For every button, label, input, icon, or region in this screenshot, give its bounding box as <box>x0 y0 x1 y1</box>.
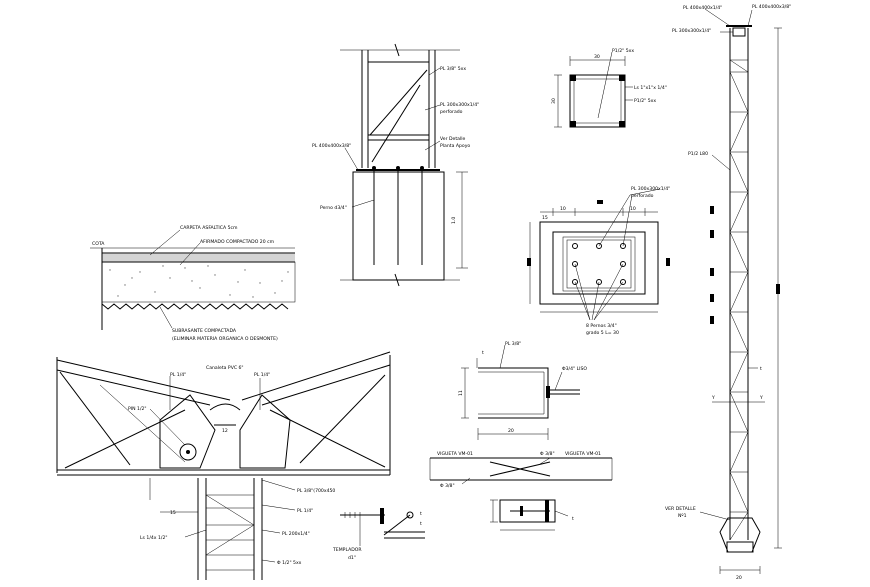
dim-base-right: 10 <box>630 206 636 212</box>
label-column-top2: PL 400x400x3/8" <box>752 4 791 10</box>
label-base-pl: PL 300x300x1/4" <box>631 186 670 192</box>
label-base-grado: grado 5 L= 30 <box>586 330 619 336</box>
label-joint-pl200: PL 200x1/4" <box>282 531 310 537</box>
dim-small-top: 30 <box>594 54 600 60</box>
label-perno: Perno d3/4" <box>320 205 347 211</box>
label-joint-canaleta: Canaleta PVC 6" <box>206 365 244 371</box>
label-joint-pl14: PL 1/4" <box>297 508 313 514</box>
column-base-detail: 1.0 PL 3/8" 5xx PL 300x300x1/4" perforad… <box>312 43 479 287</box>
label-joint-pl38: PL 3/8"(700x450 <box>297 488 335 494</box>
label-small-right1: Ls 1"x1"x 1/4" <box>634 85 667 91</box>
anchor-detail: t t TEMPLADOR d1" t <box>332 499 574 561</box>
truss-joint-detail: 12 PL 1/4" Canaleta PVC 6" PL 1/4" PIN 1… <box>56 351 391 580</box>
dim-column-bottom: 20 <box>736 575 742 581</box>
label-column-angle: P1/2 L80 <box>688 151 708 157</box>
dim-channel-h: 11 <box>458 390 464 396</box>
label-column-ver-detalle: VER DETALLE <box>665 506 696 512</box>
label-joint-tubo: Φ 1/2" 5xx <box>277 560 302 566</box>
base-plate-plan: PL 300x300x1/4" perforado 8 Pernos 3/4" … <box>527 186 670 336</box>
label-planta-apoyo: Planta Apoyo <box>440 143 470 149</box>
label-pl-base: PL 400x400x3/8" <box>312 143 351 149</box>
label-joint-pl-left: PL 1/4" <box>170 372 186 378</box>
label-vigueta-left: VIGUETA VM-01 <box>437 451 473 457</box>
small-square-section: 30 30 P1/2" 5xx Ls 1"x1"x 1/4" P1/2" 5xx <box>551 48 667 128</box>
label-small-top: P1/2" 5xx <box>612 48 634 54</box>
label-base-perforado: perforado <box>631 193 654 199</box>
label-pl-mid: PL 300x300x1/4" <box>440 102 479 108</box>
dim-joint-12: 12 <box>222 428 228 434</box>
label-channel-t: t <box>482 350 484 356</box>
label-channel-liso: Φ3/4" LISO <box>562 366 587 372</box>
label-ver-detalle: Ver Detalle <box>440 136 465 142</box>
label-vigueta-right: VIGUETA VM-01 <box>565 451 601 457</box>
label-column-n1: Nº1 <box>678 513 687 519</box>
label-carpeta: CARPETA ASFALTICA 5cm <box>180 225 238 231</box>
vigueta-detail: VIGUETA VM-01 VIGUETA VM-01 Φ 3/8" Φ 3/8… <box>429 451 613 489</box>
dim-joint-15: 15 <box>170 510 176 516</box>
label-column-top1: PL 400x400x1/4" <box>683 5 722 11</box>
label-anchor-t1: t <box>420 511 422 517</box>
tall-trussed-column: Y Y 20 PL 400x400x1/4" PL 400x400x3/8" P… <box>665 4 791 581</box>
label-templador: TEMPLADOR <box>332 547 362 553</box>
label-pl-top: PL 3/8" 5xx <box>440 66 466 72</box>
label-anchor-t2: t <box>420 521 422 527</box>
label-afirmado: AFIRMADO COMPACTADO 20 cm <box>200 239 275 245</box>
dim-footing-height: 1.0 <box>451 217 457 224</box>
label-small-right2: P1/2" 5xx <box>634 98 656 104</box>
label-vigueta-d38-bot: Φ 3/8" <box>440 483 455 489</box>
label-column-top3: PL 300x300x1/4" <box>672 28 711 34</box>
label-anchor-d1: d1" <box>348 555 356 561</box>
dim-channel-width: 20 <box>508 428 514 434</box>
label-joint-pl-right: PL 1/4" <box>254 372 270 378</box>
label-vigueta-d38-top: Φ 3/8" <box>540 451 555 457</box>
pavement-section: CARPETA ASFALTICA 5cm AFIRMADO COMPACTAD… <box>90 225 296 342</box>
channel-detail: 20 11 PL 3/8" Φ3/4" LISO t <box>458 341 587 440</box>
label-pl-mid-perforado: perforado <box>440 109 463 115</box>
label-column-side: t <box>760 366 762 372</box>
label-channel-pl: PL 3/8" <box>505 341 521 347</box>
label-cota: COTA <box>92 241 105 247</box>
dim-small-side: 30 <box>551 98 557 104</box>
dim-base-small: 15 <box>542 215 548 221</box>
label-joint-ls: Ls 1/4x 1/2" <box>140 535 168 541</box>
label-anchor-t3: t <box>572 516 574 522</box>
label-y-left: Y <box>711 395 715 401</box>
dim-base-left: 10 <box>560 206 566 212</box>
label-eliminar: (ELIMINAR MATERIA ORGANICA O DESMONTE) <box>172 336 278 342</box>
label-base-pernos: 8 Pernos 3/4" <box>586 323 617 329</box>
label-subrasante: SUBRASANTE COMPACTADA <box>172 328 237 334</box>
label-y-right: Y <box>759 395 763 401</box>
label-joint-pin: PIN 1/2" <box>128 406 147 412</box>
